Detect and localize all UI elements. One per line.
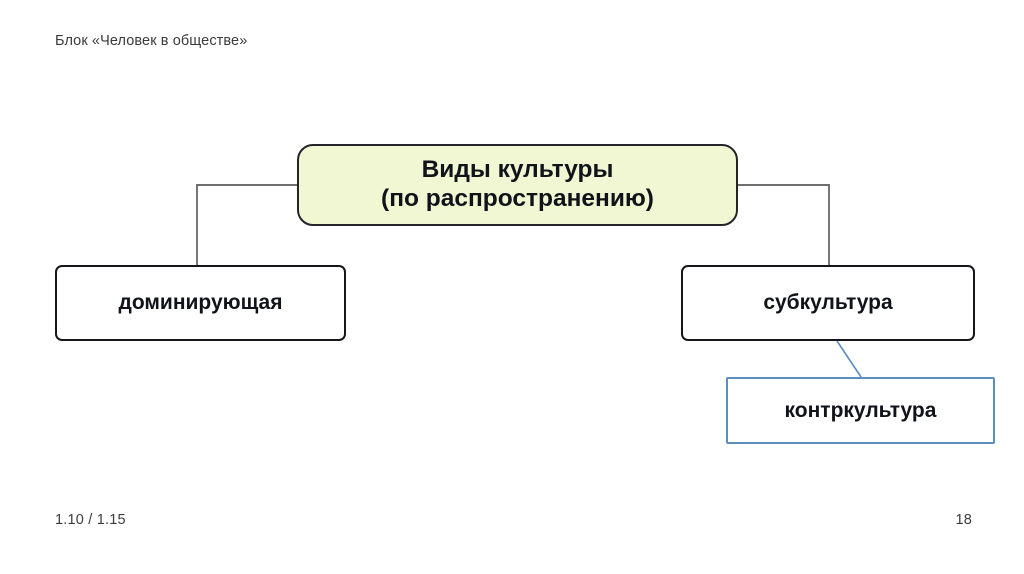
- diagram-node-root-label: Виды культуры (по распространению): [381, 156, 654, 212]
- diagram-node-counterculture-label: контркультура: [784, 398, 937, 422]
- diagram-node-subculture-label: субкультура: [763, 291, 893, 314]
- diagram-node-dominant-label: доминирующая: [118, 291, 283, 314]
- footer-section-reference: 1.10 / 1.15: [55, 512, 126, 528]
- diagram-node-counterculture[interactable]: контркультура: [726, 377, 995, 444]
- connector-root-to-sub: [738, 184, 830, 265]
- footer-page-number: 18: [955, 512, 972, 528]
- connector-root-to-dominant: [196, 184, 297, 265]
- diagram-node-root[interactable]: Виды культуры (по распространению): [297, 144, 738, 226]
- slide-header-title: Блок «Человек в обществе»: [55, 33, 248, 49]
- diagram-node-subculture[interactable]: субкультура: [681, 265, 975, 341]
- diagram-node-dominant[interactable]: доминирующая: [55, 265, 346, 341]
- connector-sub-to-counter: [836, 340, 862, 378]
